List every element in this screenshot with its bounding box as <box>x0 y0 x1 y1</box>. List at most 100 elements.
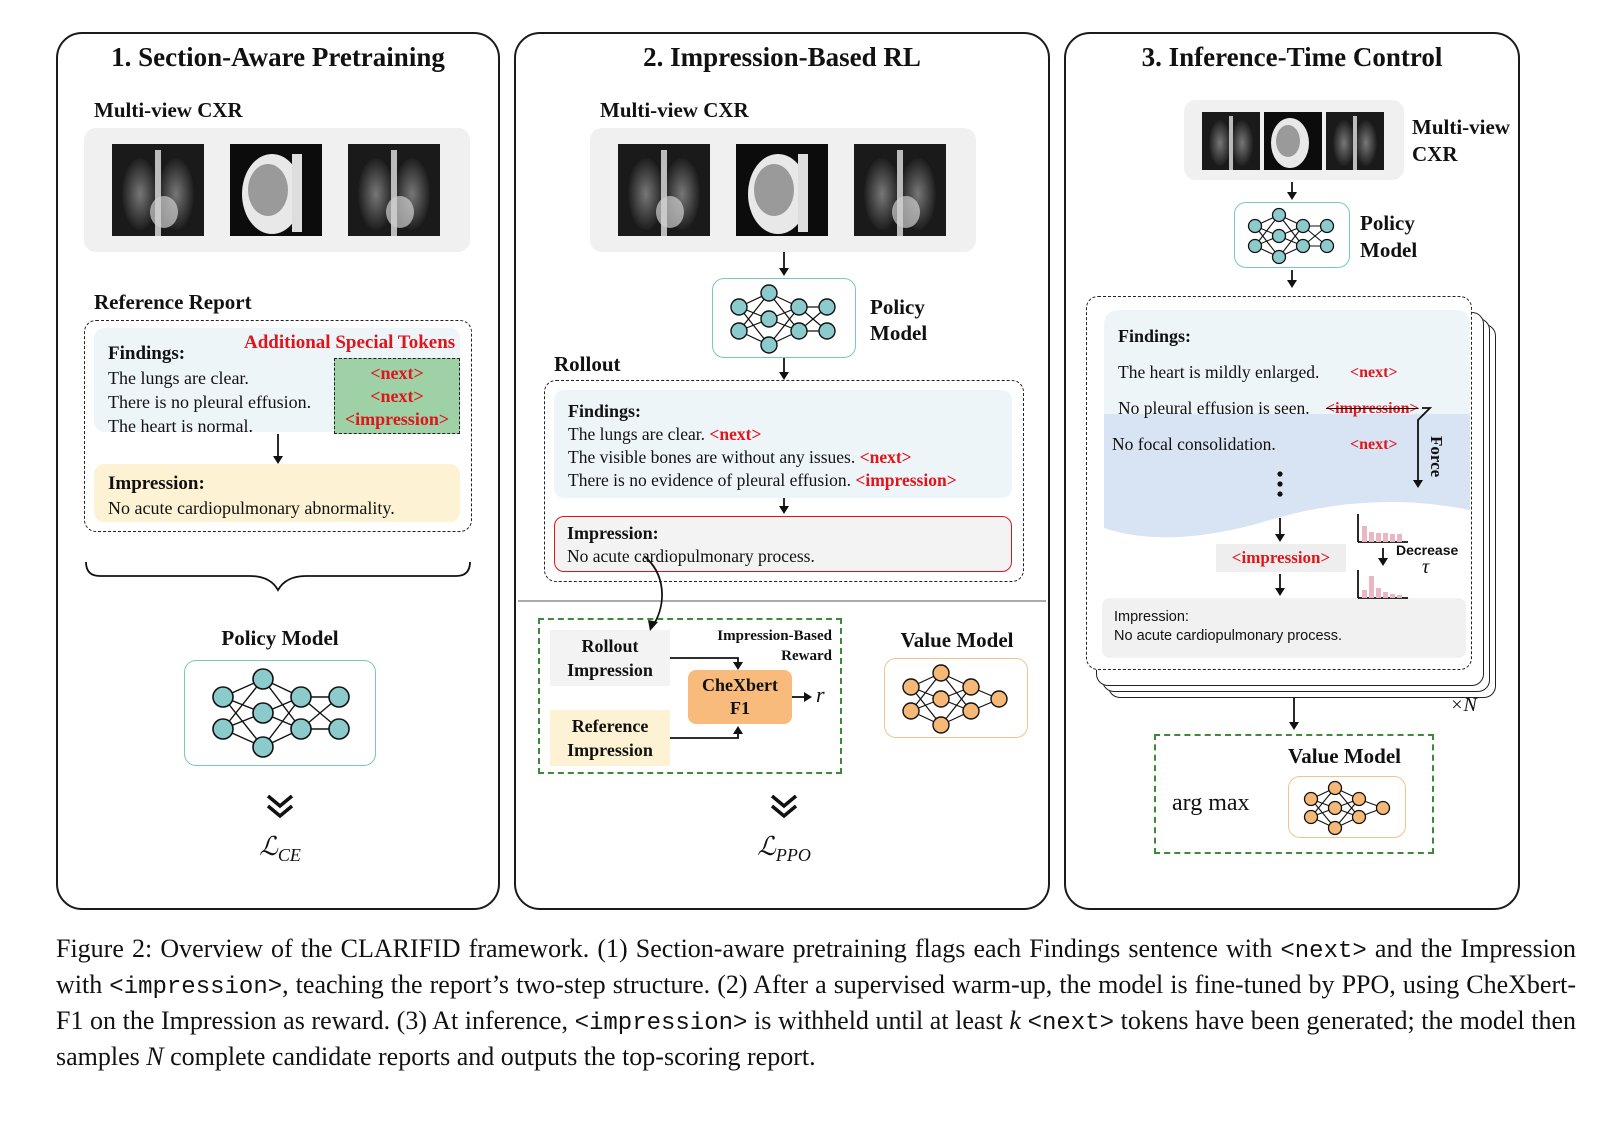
panel-title: 3. Inference-Time Control <box>1141 42 1443 72</box>
arrow-cxr-to-policy <box>1287 182 1297 200</box>
loss-subscript: CE <box>277 845 301 866</box>
value-model-label: Value Model <box>1288 744 1401 768</box>
token-next: <next> <box>370 363 424 383</box>
xray-strip <box>590 128 976 252</box>
findings-line: There is no evidence of pleural effusion… <box>568 469 998 492</box>
rollout-label: Rollout <box>554 352 621 376</box>
panel-section-aware-pretraining: 1. Section-Aware Pretraining Multi-view … <box>56 32 500 910</box>
reward-label-line: Reward <box>781 648 832 664</box>
reward-box <box>538 618 842 774</box>
loss-symbol: ℒ <box>259 832 278 861</box>
policy-model-label: Policy Model <box>1360 210 1417 264</box>
report-label: Reference Report <box>94 290 252 314</box>
frontal-xray-2 <box>1326 112 1384 170</box>
findings-label: Findings: <box>568 401 642 421</box>
policy-label-line: Policy <box>870 295 925 319</box>
model-label-line: Model <box>870 321 928 345</box>
double-chevron-down-icon <box>266 794 294 819</box>
input-label: Multi-view CXR <box>600 98 749 122</box>
findings-line: There is no pleural effusion. <box>108 392 312 412</box>
model-label-line: Model <box>1360 238 1418 262</box>
frontal-xray-1 <box>1202 112 1260 170</box>
reference-impression-label: Reference Impression <box>567 716 653 760</box>
findings-line-3: No focal consolidation. <box>1112 434 1276 454</box>
findings-line: The heart is normal. <box>108 416 253 436</box>
times-n-label: ×N <box>1450 694 1477 716</box>
findings-line-1: The heart is mildly enlarged. <box>1118 362 1320 382</box>
findings-label: Findings: <box>108 343 186 364</box>
neural-network-icon <box>1303 780 1391 836</box>
findings-line: The visible bones are without any issues… <box>568 446 998 469</box>
token-impression-struck: <impression> <box>1326 400 1419 417</box>
arrow-policy-to-rollout <box>779 358 789 380</box>
token-next: <next> <box>859 447 912 467</box>
caption-token-impression: <impression> <box>109 974 283 1001</box>
impression-text: No acute cardiopulmonary process. <box>1114 628 1343 644</box>
panel-title: 1. Section-Aware Pretraining <box>111 42 445 72</box>
findings-box: Findings: The lungs are clear. <next> Th… <box>554 390 1012 498</box>
token-next: <next> <box>709 424 762 444</box>
neural-network-icon <box>1247 207 1335 265</box>
arrow-candidates-to-value <box>1289 698 1299 730</box>
impression-label: Impression: <box>567 523 659 543</box>
impression-box: Impression: No acute cardiopulmonary abn… <box>94 464 460 522</box>
findings-text: The lungs are clear. <box>568 424 710 444</box>
neural-network-icon <box>212 668 350 758</box>
impression-label: Impression: <box>108 473 205 494</box>
value-model-box <box>884 658 1028 738</box>
policy-model-box <box>1234 202 1350 268</box>
neural-network-icon <box>902 664 1008 734</box>
token-next: <next> <box>370 386 424 406</box>
caption-text: and the Impression with <box>56 934 1576 999</box>
findings-text: There is no evidence of pleural effusion… <box>568 470 856 490</box>
impression-box: Impression: No acute cardiopulmonary pro… <box>554 516 1012 572</box>
frontal-xray-1 <box>112 144 204 236</box>
policy-model-box <box>184 660 376 766</box>
figure-caption: Figure 2: Overview of the CLARIFID frame… <box>56 932 1576 1073</box>
frontal-xray-2 <box>854 144 946 236</box>
rollout-impression-box: Rollout Impression <box>550 630 670 686</box>
special-tokens-box: <next> <next> <impression> <box>334 358 460 434</box>
caption-token-next: <next> <box>1280 938 1367 965</box>
selection-box <box>1154 734 1434 854</box>
caption-text: Figure 2: Overview of the CLARIFID frame… <box>56 934 1281 963</box>
findings-line: The lungs are clear. <next> <box>568 423 998 446</box>
lateral-xray <box>1264 112 1322 170</box>
panel-title: 2. Impression-Based RL <box>643 42 921 72</box>
double-chevron-down-icon <box>770 794 798 819</box>
frontal-xray-2 <box>348 144 440 236</box>
f1-label: F1 <box>730 698 750 718</box>
findings-label: Findings: <box>1118 326 1192 346</box>
neural-network-icon <box>730 284 836 354</box>
reference-report-box <box>84 320 472 532</box>
caption-n: N <box>146 1042 164 1071</box>
special-tokens-label: Additional Special Tokens <box>244 332 456 353</box>
impression-box: Impression: No acute cardiopulmonary pro… <box>1102 598 1466 658</box>
loss-subscript: PPO <box>775 845 811 866</box>
value-model-box <box>1288 776 1406 838</box>
lateral-xray <box>230 144 322 236</box>
token-impression: <impression> <box>344 409 450 429</box>
panel-inference-time-control: 3. Inference-Time Control Multi-view CXR <box>1064 32 1520 910</box>
lateral-xray <box>736 144 828 236</box>
rollout-impression-label: Rollout Impression <box>567 636 653 680</box>
caption-text: tokens have been generated; the model th… <box>56 1006 1577 1071</box>
force-label: Force <box>1427 436 1446 478</box>
policy-model-label: Policy Model <box>870 294 927 346</box>
findings-line: The lungs are clear. <box>108 368 249 388</box>
tau-symbol: τ <box>1422 556 1430 578</box>
impression-text: No acute cardiopulmonary abnormality. <box>108 498 395 518</box>
cxr-label-line: CXR <box>1412 142 1458 166</box>
loss-ce: ℒCE <box>58 832 502 866</box>
policy-model-label: Policy Model <box>221 626 339 650</box>
policy-label-line: Policy <box>1360 211 1415 235</box>
reward-symbol: r <box>816 682 825 707</box>
impression-token-box: <impression> <box>1216 544 1346 572</box>
reward-label-line: Impression-Based <box>717 628 832 644</box>
impression-text: No acute cardiopulmonary process. <box>567 546 815 566</box>
panel-impression-based-rl: 2. Impression-Based RL Multi-view CXR Po… <box>514 32 1050 910</box>
xray-strip <box>1184 100 1404 180</box>
impression-label: Impression: <box>1114 609 1189 625</box>
decrease-label: Decrease <box>1396 542 1459 558</box>
caption-text: is withheld until at least <box>747 1006 1010 1035</box>
